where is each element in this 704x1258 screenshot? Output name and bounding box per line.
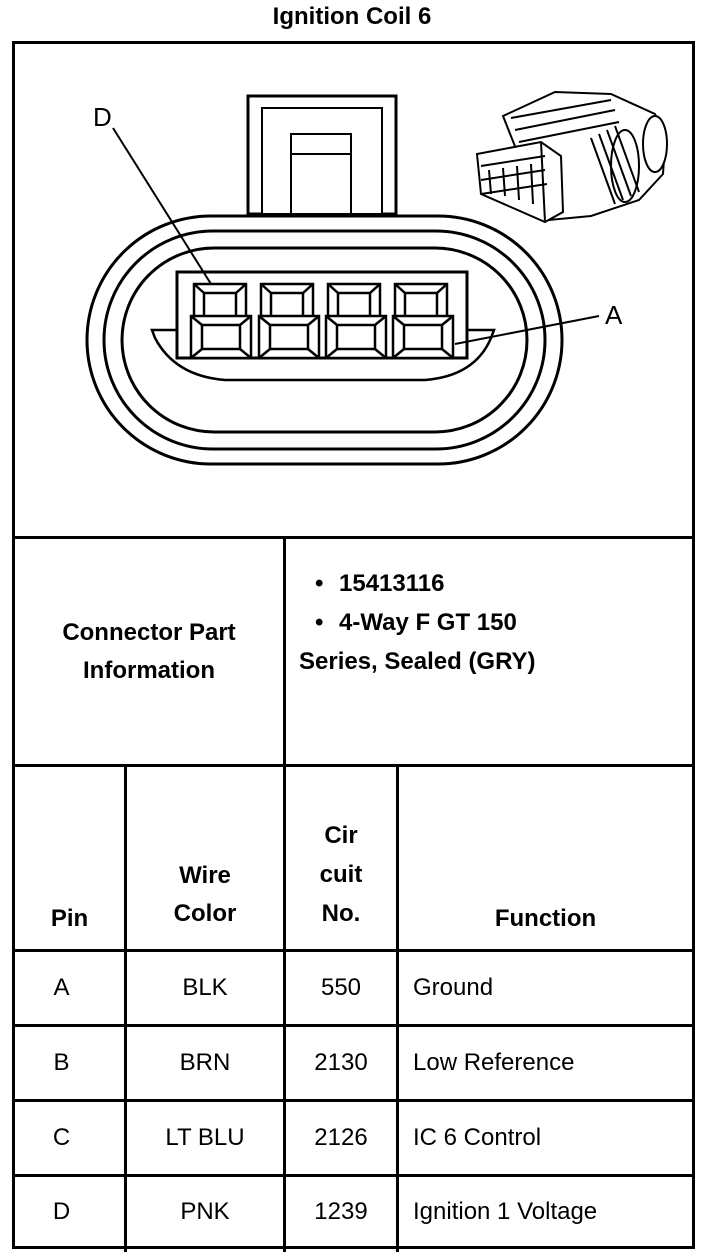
callout-d-label: D bbox=[93, 102, 112, 132]
connector-sheet: D A Connector Part Information • 15413116… bbox=[12, 41, 695, 1252]
row-b-pin: B bbox=[53, 1049, 70, 1076]
cavity-d-bottom bbox=[189, 314, 253, 360]
header-pin: Pin bbox=[50, 905, 89, 932]
row-b-wire-color: BRN bbox=[179, 1049, 231, 1076]
header-wire-color: Wire Color bbox=[173, 862, 237, 927]
connector-part-info: • 15413116 • 4-Way F GT 150 Series, Sealed… bbox=[299, 564, 536, 681]
row-a-pin: A bbox=[53, 974, 70, 1001]
description-line2: Series, Sealed (GRY) bbox=[299, 648, 536, 675]
divider-row-a bbox=[15, 1024, 692, 1027]
connector-part-label: Connector Part Information bbox=[15, 539, 283, 764]
divider-row-c bbox=[15, 1174, 692, 1177]
divider-row-b bbox=[15, 1099, 692, 1102]
connector-part-label-line1: Connector Part bbox=[62, 618, 236, 646]
row-a-circuit: 550 bbox=[320, 974, 362, 1001]
row-b-function: Low Reference bbox=[413, 1049, 575, 1076]
description-row-2: Series, Sealed (GRY) bbox=[299, 642, 536, 681]
row-c-function: IC 6 Control bbox=[413, 1124, 542, 1151]
row-d-circuit: 1239 bbox=[314, 1197, 368, 1225]
connector-diagram: D A bbox=[85, 90, 668, 466]
row-b-circuit: 2130 bbox=[314, 1049, 368, 1076]
bullet: • bbox=[315, 570, 324, 597]
row-d-pin: D bbox=[52, 1197, 71, 1225]
header-circuit-no: Cir cuit No. bbox=[319, 822, 363, 927]
connector-part-label-line2: Information bbox=[83, 656, 215, 684]
description-row: • 4-Way F GT 150 bbox=[299, 603, 536, 642]
row-c-pin: C bbox=[52, 1124, 71, 1151]
row-c-circuit: 2126 bbox=[314, 1124, 368, 1151]
callout-a-label: A bbox=[605, 300, 623, 330]
row-d-wire-color: PNK bbox=[180, 1197, 230, 1225]
row-a-function: Ground bbox=[413, 974, 494, 1001]
row-d-function: Ignition 1 Voltage bbox=[413, 1197, 598, 1225]
leader-line-a bbox=[454, 315, 600, 345]
divider-info-vertical bbox=[283, 539, 286, 764]
header-function: Function bbox=[494, 905, 597, 932]
description-line1: 4-Way F GT 150 bbox=[339, 609, 517, 636]
row-c-wire-color: LT BLU bbox=[165, 1124, 245, 1151]
cavity-b-bottom bbox=[324, 314, 388, 360]
column-divider-2 bbox=[283, 767, 286, 1252]
column-divider-1 bbox=[124, 767, 127, 1252]
divider-info bbox=[15, 764, 692, 767]
part-number: 15413116 bbox=[339, 570, 445, 597]
column-divider-3 bbox=[396, 767, 399, 1252]
connector-thumbnail-image bbox=[475, 90, 668, 224]
bullet: • bbox=[315, 609, 324, 636]
page-title: Ignition Coil 6 bbox=[272, 3, 432, 30]
cavity-c-bottom bbox=[257, 314, 321, 360]
part-number-row: • 15413116 bbox=[299, 564, 536, 603]
leader-line-d bbox=[112, 127, 212, 285]
cavity-a-bottom bbox=[391, 314, 455, 360]
row-a-wire-color: BLK bbox=[182, 974, 228, 1001]
divider-diagram bbox=[15, 536, 692, 539]
divider-header bbox=[15, 949, 692, 952]
latch-tab bbox=[246, 94, 398, 216]
